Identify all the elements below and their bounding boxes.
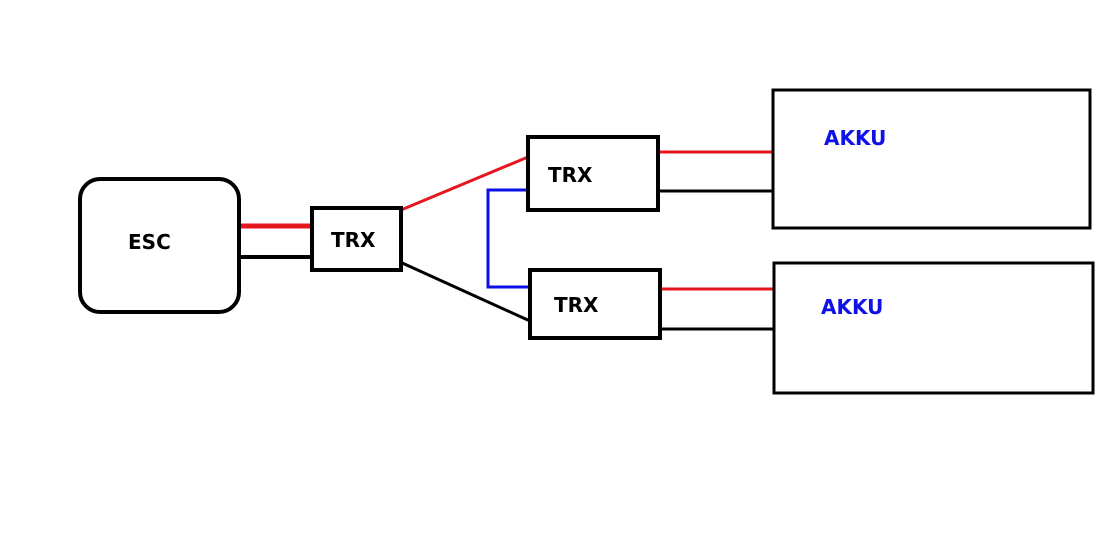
trx-bottom-label: TRX [554,293,599,317]
wire-trx-main-trx-top-positive [400,155,529,212]
trx-main-node: TRX [310,206,403,272]
esc-node: ESC [78,177,241,314]
wires [237,150,775,331]
akku-top-label: AKKU [824,126,886,150]
esc-label: ESC [128,230,171,254]
trx-main-label: TRX [331,228,376,252]
akku-bottom-box [772,261,1095,395]
akku-top-box [771,88,1092,230]
trx-bottom-node: TRX [528,268,662,340]
wire-trx-main-trx-bottom-negative [399,260,531,323]
trx-main-box [310,206,403,272]
trx-top-label: TRX [548,163,593,187]
akku-bottom-node: AKKU [772,261,1095,395]
trx-top-node: TRX [526,135,660,212]
akku-top-node: AKKU [771,88,1092,230]
trx-top-box [526,135,660,212]
wire-trx-top-trx-bottom-signal [486,188,530,289]
esc-box [78,177,241,314]
trx-bottom-box [528,268,662,340]
akku-bottom-label: AKKU [821,295,883,319]
